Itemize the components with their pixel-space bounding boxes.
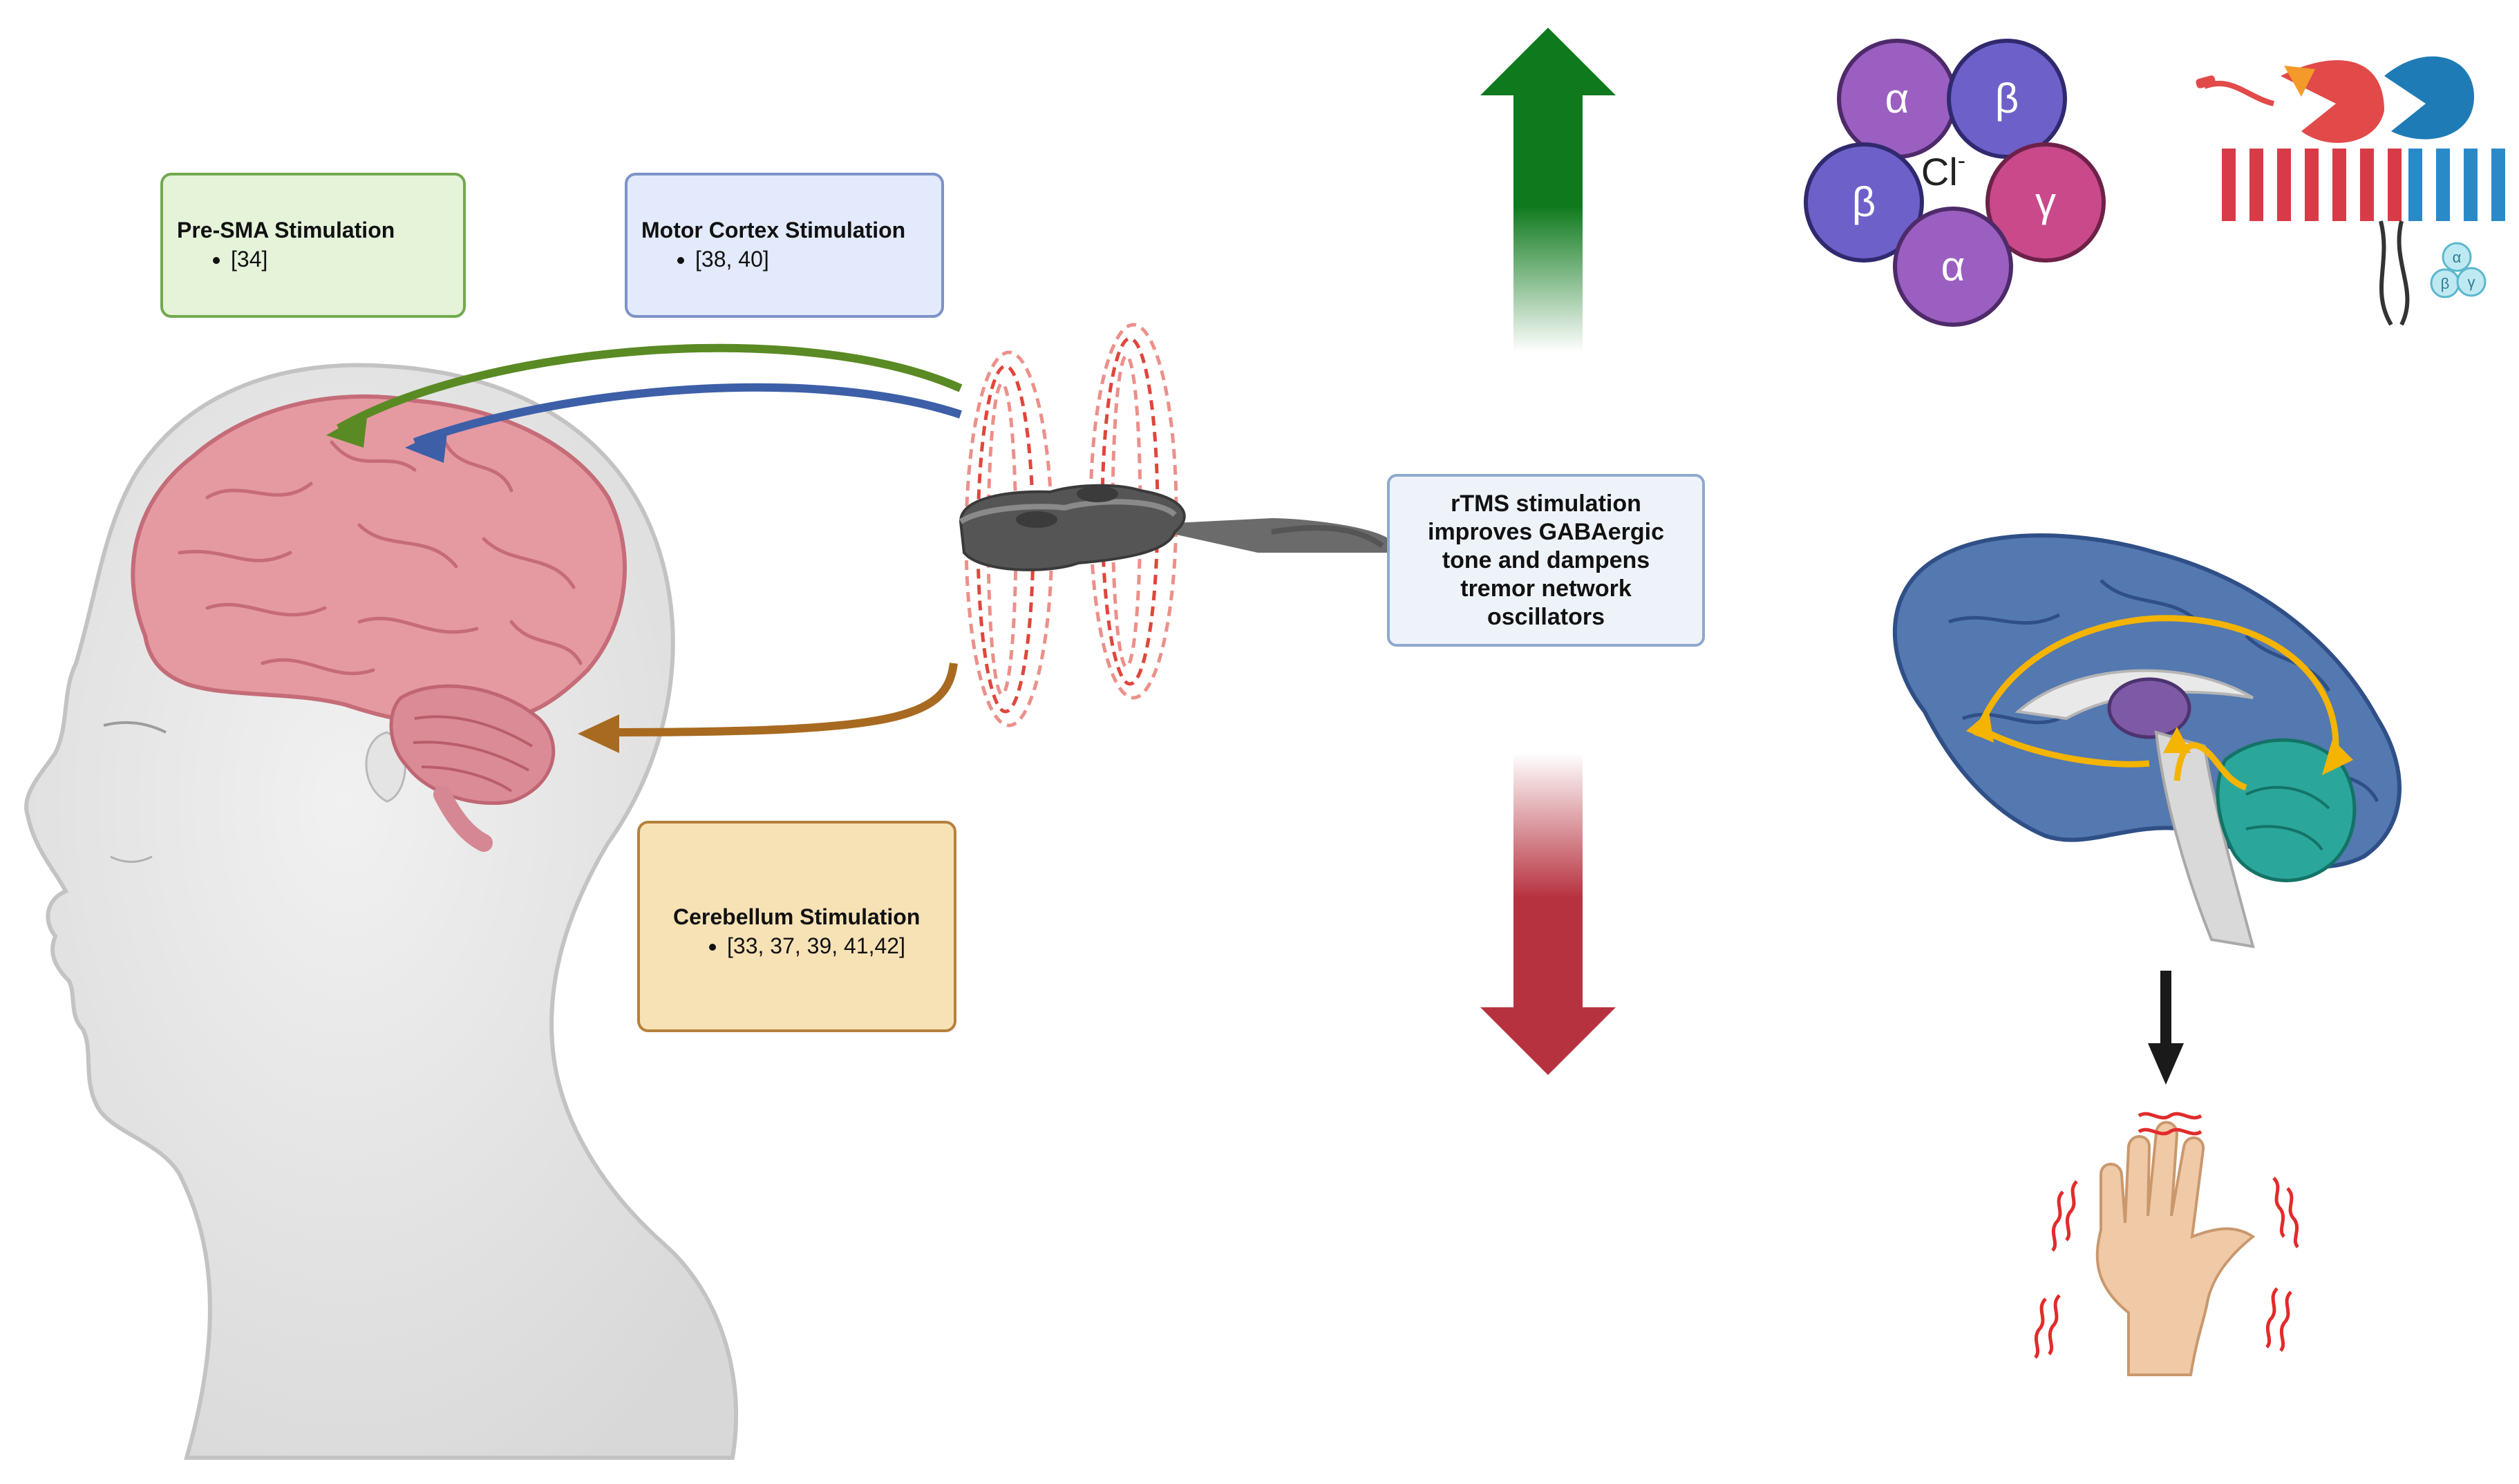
motor-cortex-stimulation-box: Motor Cortex Stimulation [38, 40]	[625, 173, 944, 318]
g-protein: α β γ	[2430, 242, 2487, 298]
cerebellum-title: Cerebellum Stimulation	[673, 904, 921, 929]
tms-coil	[959, 484, 1389, 571]
g-protein-beta: β	[2441, 275, 2450, 292]
pathway-arrows	[1973, 615, 2339, 791]
presma-reference: [34]	[231, 246, 449, 272]
motor-arrowhead	[405, 427, 448, 463]
tremor-marks	[2033, 1112, 2300, 1359]
presma-title: Pre-SMA Stimulation	[177, 218, 395, 242]
presma-reference-list: [34]	[177, 246, 449, 272]
gaba-b-receptor: α β γ	[2196, 56, 2505, 326]
presma-stimulation-box: Pre-SMA Stimulation [34]	[160, 173, 466, 318]
g-protein-gamma: γ	[2468, 274, 2475, 291]
subunit-alpha-top: α	[1885, 75, 1909, 122]
cerebellum-arrowhead	[578, 714, 619, 753]
stimulation-arrows	[326, 343, 963, 753]
gaba-b-helices-blue	[2408, 149, 2505, 221]
cerebellum-stimulation-box: Cerebellum Stimulation [33, 37, 39, 41,4…	[637, 821, 956, 1032]
thalamus	[2107, 677, 2191, 739]
motor-title: Motor Cortex Stimulation	[641, 218, 906, 242]
subunit-beta-top: β	[1995, 75, 2019, 122]
gaba-b-helices-red	[2222, 149, 2402, 221]
cerebellum-arrow	[607, 663, 958, 736]
cerebellum-reference: [33, 37, 39, 41,42]	[727, 933, 940, 959]
motor-reference-list: [38, 40]	[641, 246, 927, 272]
gaba-a-receptor: α β β γ α Cl-	[1804, 39, 2106, 327]
tremor-result-arrow	[2148, 971, 2184, 1085]
chloride-charge: -	[1958, 148, 1965, 174]
sagittal-brain	[1892, 533, 2402, 949]
presma-arrowhead	[326, 412, 368, 448]
brain-lateral-illustration	[131, 394, 627, 852]
motor-arrow	[413, 383, 962, 446]
subunit-beta-left: β	[1852, 179, 1876, 225]
decrease-arrow	[1480, 753, 1616, 1075]
chloride-symbol: Cl	[1921, 150, 1958, 193]
subunit-alpha-bottom: α	[1941, 243, 1965, 289]
increase-arrow	[1480, 28, 1616, 352]
chloride-ion-label: Cl-	[1921, 148, 1965, 193]
cerebellum-reference-list: [33, 37, 39, 41,42]	[654, 933, 940, 959]
motor-reference: [38, 40]	[695, 246, 927, 272]
rtms-summary-box: rTMS stimulation improves GABAergic tone…	[1387, 474, 1705, 647]
subunit-gamma-right: γ	[2035, 179, 2056, 225]
trembling-hand	[2033, 1112, 2300, 1376]
presma-arrow	[337, 343, 963, 432]
g-protein-alpha: α	[2453, 249, 2462, 266]
